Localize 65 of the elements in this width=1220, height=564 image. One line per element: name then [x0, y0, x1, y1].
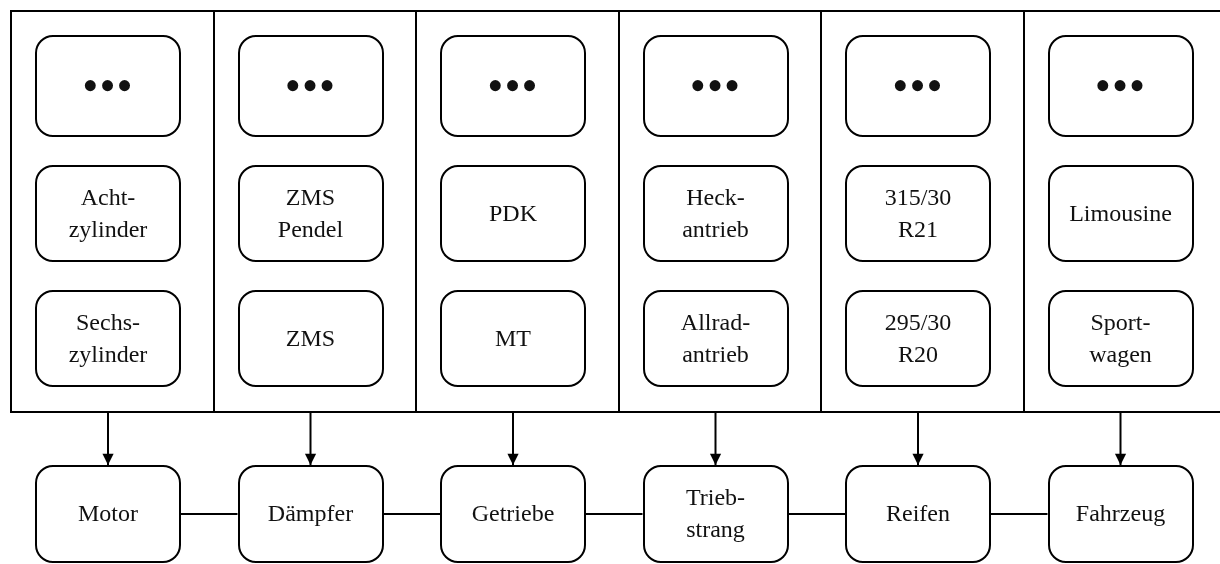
option-box [237, 165, 384, 262]
option-box [845, 35, 991, 137]
connector-line [990, 513, 1049, 515]
arrow [507, 412, 519, 466]
option-box [440, 165, 586, 262]
component-box [440, 465, 586, 563]
option-box [642, 35, 789, 137]
option-box [845, 290, 991, 387]
column-panel [617, 10, 820, 413]
option-box [237, 35, 384, 137]
arrow [304, 412, 317, 466]
box-label: Motor [77, 499, 139, 529]
option-box [35, 165, 181, 262]
option-box [440, 35, 586, 137]
option-box [642, 165, 789, 262]
box-label: ZMS [284, 323, 337, 353]
component-box [237, 465, 384, 563]
column-panel [820, 10, 1023, 413]
option-box [35, 35, 181, 137]
box-label: Sport- wagen [1088, 307, 1153, 369]
box-label: Sechs- zylinder [67, 307, 149, 369]
box-label: PDK [488, 198, 538, 228]
box-label: Fahrzeug [1074, 499, 1167, 529]
option-box [237, 290, 384, 387]
component-box [35, 465, 181, 563]
ellipsis-dots: ••• [688, 63, 743, 109]
option-box [1047, 165, 1194, 262]
component-box [845, 465, 991, 563]
box-label: Dämpfer [266, 499, 355, 529]
connector-line [180, 513, 239, 515]
connector-line [382, 513, 441, 515]
arrow [709, 412, 722, 466]
box-label: Getriebe [470, 499, 556, 529]
ellipsis-dots: ••• [486, 63, 540, 109]
box-label: Reifen [885, 499, 951, 529]
arrow [102, 412, 114, 466]
option-box [1047, 35, 1194, 137]
ellipsis-dots: ••• [1093, 63, 1148, 109]
box-label: Limousine [1068, 198, 1173, 228]
component-box [642, 465, 789, 563]
box-label: 295/30 R20 [883, 307, 953, 369]
column-panel [10, 10, 213, 413]
connector-line [585, 513, 644, 515]
option-box [440, 290, 586, 387]
box-label: 315/30 R21 [883, 182, 953, 244]
box-label: Acht- zylinder [67, 182, 149, 244]
option-box [845, 165, 991, 262]
box-label: Trieb- strang [684, 483, 747, 544]
box-label: Allrad- antrieb [679, 307, 752, 369]
column-panel [1022, 10, 1220, 413]
option-box [35, 290, 181, 387]
ellipsis-dots: ••• [81, 63, 135, 109]
ellipsis-dots: ••• [283, 63, 338, 109]
arrow [1114, 412, 1127, 466]
box-label: ZMS Pendel [276, 182, 345, 244]
column-panel [415, 10, 618, 413]
column-panel [212, 10, 415, 413]
ellipsis-dots: ••• [891, 63, 945, 109]
component-box [1047, 465, 1194, 563]
option-box [642, 290, 789, 387]
box-label: MT [494, 323, 532, 353]
connector-line [787, 513, 846, 515]
option-box [1047, 290, 1194, 387]
arrow [912, 412, 924, 466]
box-label: Heck- antrieb [681, 182, 750, 244]
